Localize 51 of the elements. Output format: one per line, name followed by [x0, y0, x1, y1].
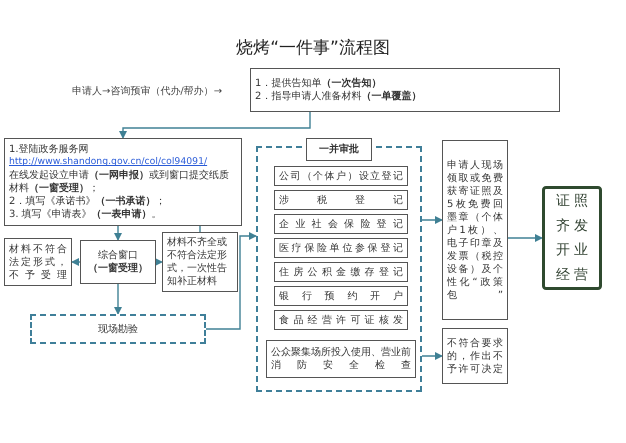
- process-box: [274, 286, 408, 306]
- process-box: [274, 262, 408, 282]
- result-box: [542, 186, 602, 290]
- flow-note: 申请人→咨询预审（代办/帮办）→: [72, 84, 222, 98]
- process-box: [442, 328, 508, 384]
- process-box: [274, 310, 408, 330]
- box-text: 综合窗口: [98, 249, 138, 262]
- arrow: [71, 258, 80, 266]
- box-text: 食品经营许可证核发: [279, 314, 403, 326]
- process-box: [4, 138, 242, 226]
- arrow: [114, 226, 122, 241]
- process-box: [442, 140, 508, 320]
- process-box: [274, 190, 408, 210]
- arrow: [206, 232, 257, 330]
- process-box: [274, 238, 408, 258]
- arrow: [119, 112, 311, 139]
- box-text: （一窗受理）: [88, 262, 148, 275]
- process-box: [274, 214, 408, 234]
- box-text: 材料不齐全或不符合法定形式，一次性告知补正材料: [167, 236, 228, 288]
- diagram-title: 烧烤“一件事”流程图: [235, 37, 391, 59]
- box-text: 2．填写《承诺书》（一书承诺）；: [9, 194, 166, 208]
- box-text: 在线发起设立申请（一网申报）或到窗口提交纸质材料（一窗受理）；: [9, 168, 230, 195]
- arrow: [114, 284, 122, 315]
- arrow: [155, 258, 163, 266]
- website-link: http://www.shandong.gov.cn/col/col94091/: [9, 156, 208, 169]
- arrow: [422, 216, 443, 224]
- box-text: 住房公积金缴存登记: [279, 266, 403, 278]
- box-text: 企业社会保险登记: [279, 218, 403, 230]
- box-text: 1.登陆政务服务网: [9, 143, 90, 156]
- process-box: [250, 68, 560, 112]
- box-text: 涉税登记: [279, 194, 403, 206]
- process-box: [80, 240, 156, 284]
- arrow: [508, 234, 543, 242]
- box-text: 公司（个体户）设立登记: [279, 170, 403, 182]
- process-box: [274, 166, 408, 186]
- box-text: 现场勘验: [98, 322, 138, 336]
- box-text: 不符合要求的，作出不予许可决定: [447, 336, 503, 376]
- process-box: [162, 232, 238, 292]
- box-text: 公众聚集场所投入使用、营业前消防安全检查: [271, 346, 411, 372]
- box-text: 医疗保险单位参保登记: [279, 242, 403, 254]
- heading-tab: 一并审批: [306, 138, 372, 161]
- box-text: 1．提供告知单（一次告知）: [255, 77, 382, 90]
- process-box: [266, 340, 416, 378]
- box-text: 材料不符合法定形式，不予受理: [9, 242, 67, 282]
- box-text: 3. 填写《申请表》（一表申请）。: [9, 208, 163, 221]
- process-box: [30, 314, 206, 344]
- box-text: 证照齐发开业经营: [555, 192, 593, 284]
- box-text: 2．指导申请人准备材料（一单覆盖）: [255, 90, 422, 103]
- box-text: 银行预约开户: [279, 290, 403, 302]
- box-text: 申请人现场领取或免费获寄证照及5枚免费回墨章（个体户1枚）、电子印章及发票（税控设备）及个性化“政策包”: [447, 158, 503, 302]
- arrow: [422, 352, 443, 360]
